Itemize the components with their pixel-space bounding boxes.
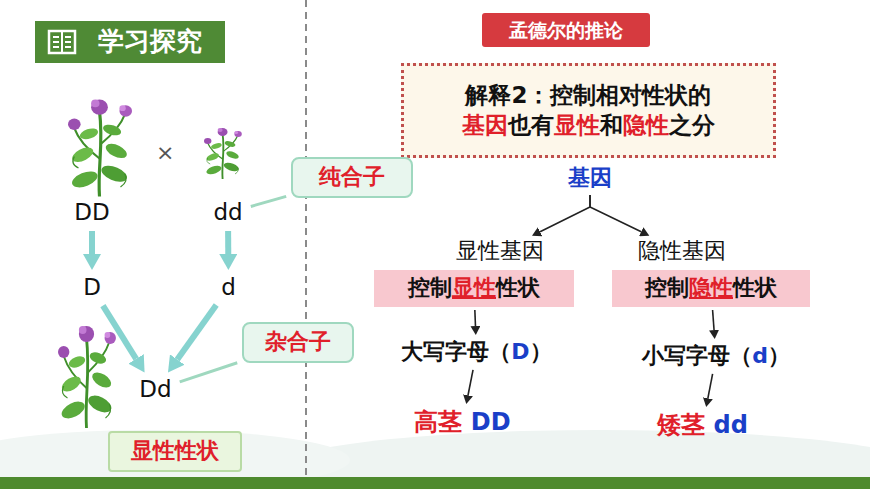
gamete-text: d [218,273,239,303]
node-text: DD [74,198,109,228]
branch-text: 显性基因 [453,237,547,266]
callout-pointer [180,363,238,382]
arrow-connector [708,374,713,398]
symbol-text: 小写字母（d） [639,342,793,371]
offspring-text: Dd [136,375,175,405]
node-text: 矮茎 dd [657,410,748,441]
arrow-connector [713,310,714,330]
phenotype-text: 高茎 DD [411,407,514,439]
gamete-text: D [80,273,104,303]
node-text: 纯合子 [319,163,385,192]
arrow-connector [177,305,216,359]
trait-box: 控制隐性性状 [612,270,810,307]
arrow-connector [89,231,95,254]
callout-bubble: 纯合子 [291,157,413,198]
node-text: 显性性状 [131,437,219,466]
trait-box: 控制显性性状 [374,270,574,307]
node-text: 小写字母（d） [642,342,790,371]
arrow-connector [468,370,473,395]
trait-label-box: 显性性状 [108,431,242,472]
branch-text: 隐性基因 [635,237,729,266]
node-text: 学习探究 [98,25,202,59]
callout-pointer [251,196,286,206]
genotype-text: DD [71,198,113,228]
genotype-text: dd [210,198,246,228]
symbol-text: 大写字母（D） [398,338,555,367]
book-icon [47,29,77,55]
cross-sign: × [156,140,174,165]
arrow-connector [103,306,136,359]
node-text: 控制显性性状 [408,274,540,303]
node-text: d [221,273,236,303]
node-text: Dd [139,375,171,405]
arrow-connector [474,310,476,326]
arrow-connector [225,231,231,254]
node-text: D [83,273,101,303]
node-text: 解释2：控制相对性状的 基因也有显性和隐性之分 [424,81,754,141]
arrow-connector [540,195,590,232]
root-text: 基因 [565,164,615,193]
node-text: 孟德尔的推论 [509,18,623,43]
node-text: 控制隐性性状 [645,274,777,303]
node-text: 基因 [568,164,612,193]
title-box: 孟德尔的推论 [482,13,650,47]
node-text: dd [213,198,242,228]
node-text: 大写字母（D） [401,338,551,367]
explanation-box: 解释2：控制相对性状的 基因也有显性和隐性之分 [401,63,776,158]
node-text: 杂合子 [265,328,331,357]
callout-bubble: 杂合子 [242,322,354,363]
node-text: 高茎 DD [414,407,510,438]
node-text: 隐性基因 [638,237,726,266]
header-box: 学习探究 [35,21,225,63]
arrow-connector [590,195,641,232]
node-text: 显性基因 [456,237,544,266]
phenotype-text: 矮茎 dd [654,410,751,442]
